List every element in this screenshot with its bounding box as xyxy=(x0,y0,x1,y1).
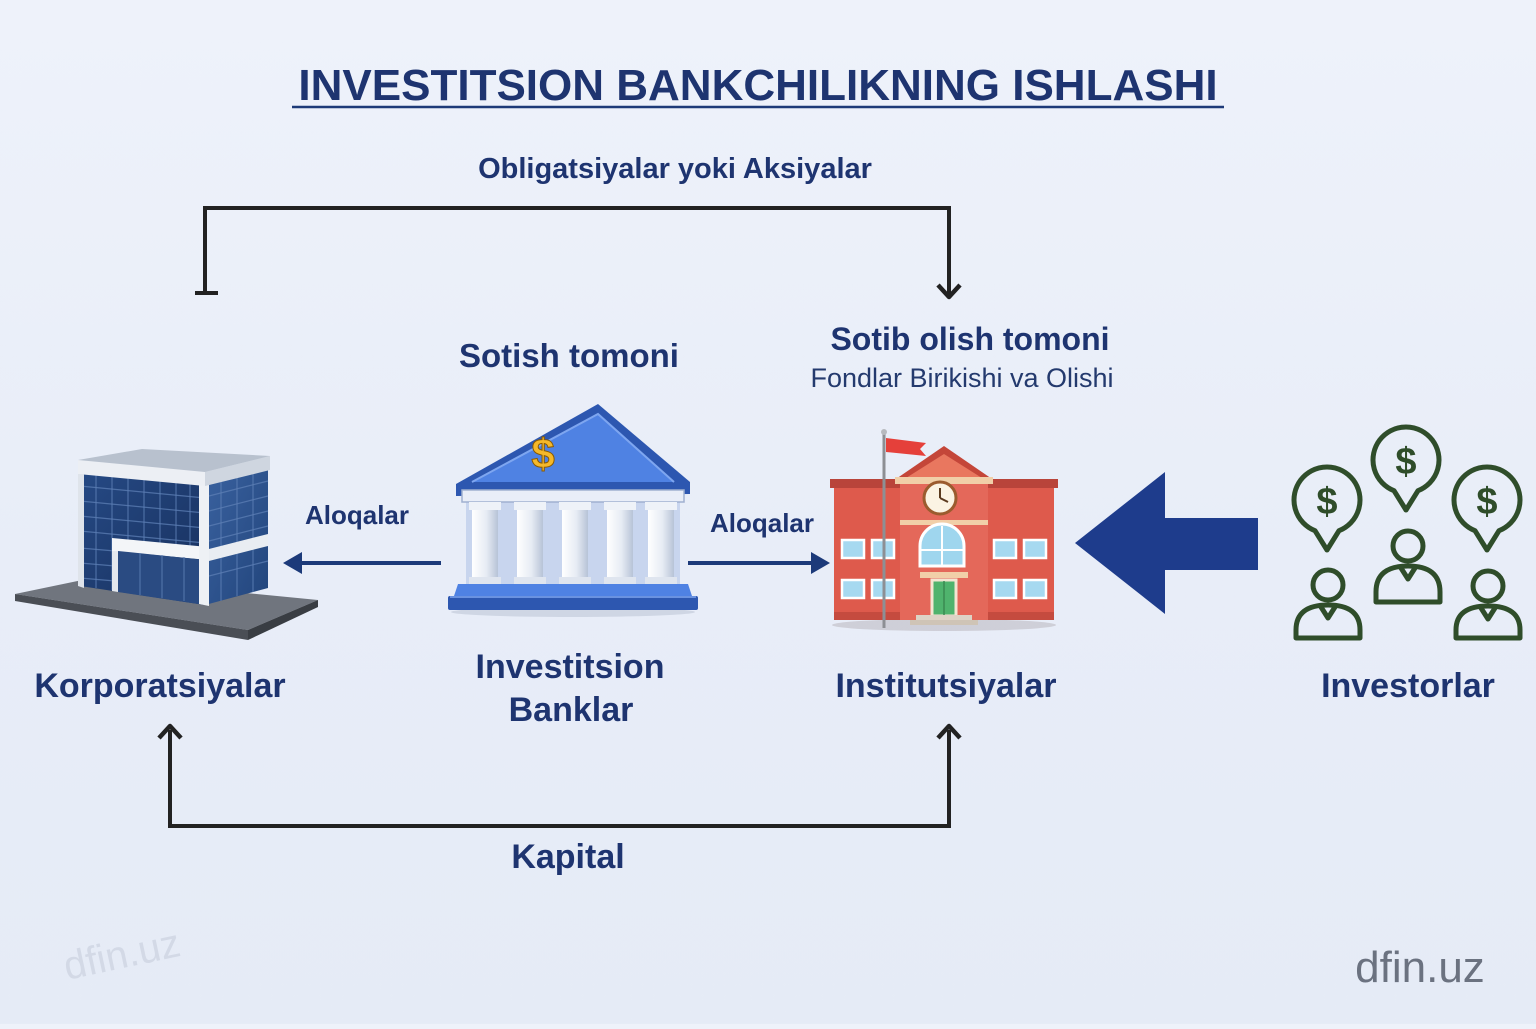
investor-person-icon: $ xyxy=(1370,424,1443,605)
clock-icon xyxy=(922,480,958,516)
bank-columns xyxy=(469,502,677,585)
investor-person-icon: $ xyxy=(1451,464,1523,641)
securities-flow-label: Obligatsiyalar yoki Aksiyalar xyxy=(478,153,872,185)
capital-flow-label: Kapital xyxy=(511,838,624,876)
office-building-icon xyxy=(15,449,318,640)
flag-icon xyxy=(881,429,926,628)
link-arrow-right xyxy=(688,552,830,574)
link-arrow-left xyxy=(283,552,441,574)
investor-dollar-symbol: $ xyxy=(1395,441,1416,483)
investor-person-icon: $ xyxy=(1291,464,1363,641)
institution-building-icon xyxy=(830,429,1058,631)
watermark-faded: dfin.uz xyxy=(60,921,184,989)
investors-label: Investorlar xyxy=(1321,667,1495,705)
investor-group-icon: $ $ $ xyxy=(1291,424,1523,641)
securities-flow-connector xyxy=(195,206,962,300)
sell-side-title: Sotish tomoni xyxy=(459,337,679,374)
bank-dollar-symbol: $ xyxy=(531,430,554,477)
watermark-corner: dfin.uz xyxy=(1355,943,1485,992)
capital-arrowhead-left xyxy=(157,723,183,740)
investor-dollar-symbol: $ xyxy=(1316,481,1337,523)
arrow-right-icon xyxy=(811,552,830,574)
institutions-label: Institutsiyalar xyxy=(835,667,1056,705)
securities-flow-arrowhead xyxy=(936,283,962,300)
page-title: INVESTITSION BANKCHILIKNING ISHLASHI xyxy=(298,61,1217,110)
arrow-left-icon xyxy=(283,552,302,574)
corporations-label: Korporatsiyalar xyxy=(34,667,285,705)
buy-side-subtitle: Fondlar Birikishi va Olishi xyxy=(810,363,1113,393)
capital-arrowhead-right xyxy=(936,723,962,740)
buy-side-title: Sotib olish tomoni xyxy=(830,321,1109,357)
investor-flow-arrow-icon xyxy=(1075,472,1258,614)
capital-flow-connector xyxy=(157,723,962,828)
investor-dollar-symbol: $ xyxy=(1476,481,1497,523)
bank-icon: $ xyxy=(448,404,698,617)
link-label-right: Aloqalar xyxy=(710,508,814,538)
investment-banks-label-line2: Banklar xyxy=(509,691,634,729)
investment-banks-label-line1: Investitsion xyxy=(476,648,665,686)
link-label-left: Aloqalar xyxy=(305,500,409,530)
